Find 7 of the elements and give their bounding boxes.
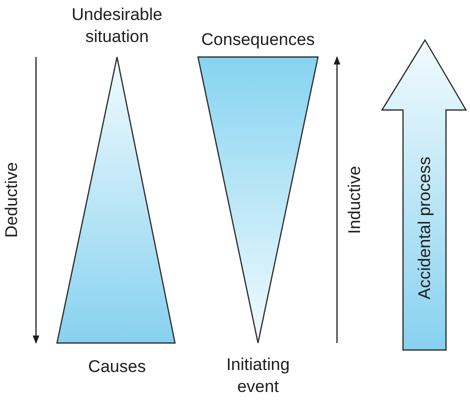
bottom-label: Initiating event — [225, 354, 291, 398]
top-label: Undesirable situation — [70, 4, 164, 48]
node-label: Accidental process — [415, 156, 435, 300]
top-label: Consequences — [200, 29, 316, 51]
bottom-label: Causes — [87, 356, 147, 378]
direction-label: Inductive — [345, 166, 365, 234]
direction-label: Deductive — [2, 162, 22, 238]
